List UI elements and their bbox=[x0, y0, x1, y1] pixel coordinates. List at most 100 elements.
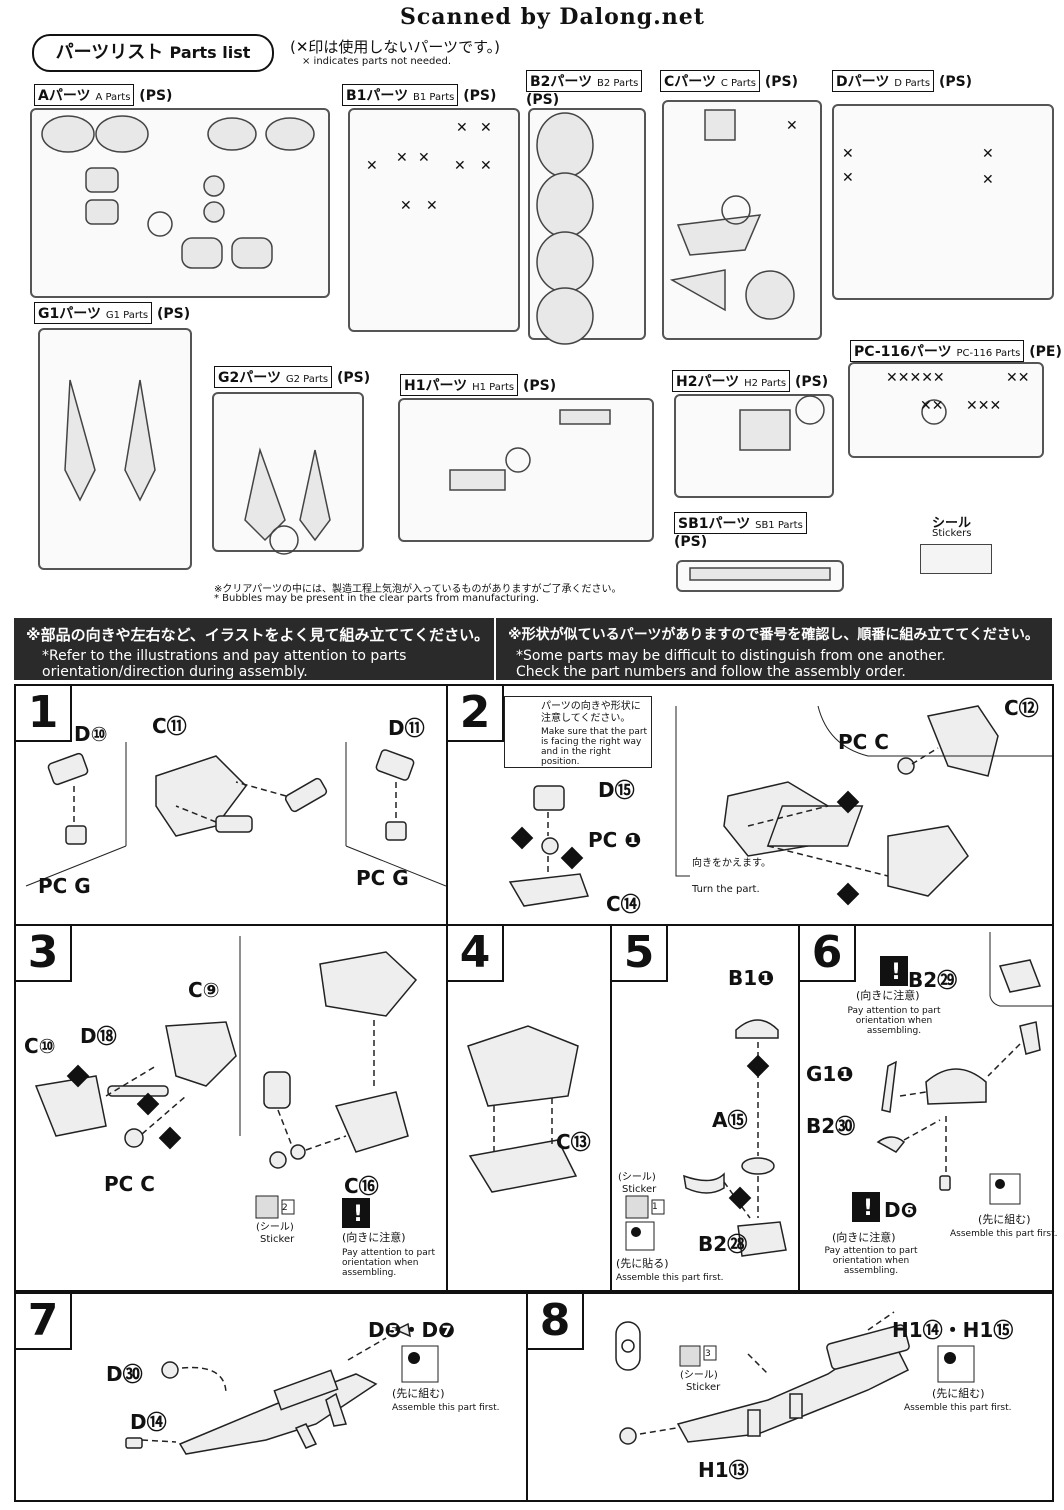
step-6-label-3: D❻ bbox=[884, 1198, 918, 1222]
runner-label-sb1: SB1パーツ SB1 Parts(PS) bbox=[674, 512, 807, 550]
step-8-first-en: Assemble this part first. bbox=[904, 1403, 1012, 1413]
step-6-number: 6 bbox=[800, 926, 856, 982]
step-3-label-4: C⑯ bbox=[344, 1174, 379, 1198]
svg-text:✕✕: ✕✕ bbox=[1006, 370, 1029, 386]
step-1-label-1: C⑪ bbox=[152, 714, 187, 738]
svg-text:✕: ✕ bbox=[480, 158, 492, 174]
step-7-number: 7 bbox=[16, 1294, 72, 1350]
runner-h1 bbox=[398, 398, 654, 542]
step-7-first-en: Assemble this part first. bbox=[392, 1403, 500, 1413]
step-2-note-box: パーツの向きや形状に注意してください。 Make sure that the p… bbox=[504, 696, 652, 768]
step-8-label-1: H1⑬ bbox=[698, 1458, 749, 1482]
parts-list-title-jp: パーツリスト bbox=[55, 42, 164, 63]
step-2-label-3: C⑫ bbox=[1004, 696, 1039, 720]
svg-text:✕: ✕ bbox=[842, 146, 854, 162]
step-1-label-2: D⑪ bbox=[388, 716, 425, 740]
runner-label-g2: G2パーツ G2 Parts (PS) bbox=[214, 366, 370, 388]
svg-text:✕: ✕ bbox=[400, 198, 412, 214]
step-2-turn-jp: 向きをかえます。 bbox=[692, 858, 771, 869]
assembly-notes-banner: ※部品の向きや左右など、イラストをよく見て組み立ててください。 *Refer t… bbox=[14, 618, 1052, 680]
svg-text:✕: ✕ bbox=[396, 150, 408, 166]
svg-text:✕: ✕ bbox=[842, 170, 854, 186]
not-needed-note-en: × indicates parts not needed. bbox=[302, 56, 452, 67]
sticker-sheet bbox=[920, 544, 992, 574]
step-2-turn-en: Turn the part. bbox=[692, 884, 760, 895]
svg-text:✕: ✕ bbox=[426, 198, 438, 214]
step-5-sticker-no: 1 bbox=[652, 1202, 658, 1212]
step-8: 8 H1⑭・H1⑮ H1⑬ 3 (シール) Sticker (先に組む) Ass… bbox=[526, 1292, 1054, 1502]
step-6-label-0: B2㉙ bbox=[908, 968, 958, 992]
svg-text:✕: ✕ bbox=[366, 158, 378, 174]
svg-text:✕: ✕ bbox=[982, 172, 994, 188]
svg-text:✕✕✕: ✕✕✕ bbox=[966, 398, 1001, 414]
step-6-caution-en-2: Pay attention to part orientation when a… bbox=[824, 1246, 918, 1276]
stickers-label-jp: シール bbox=[932, 516, 972, 531]
step-4-label-0: C⑬ bbox=[556, 1130, 591, 1154]
step-5-label-0: B1❶ bbox=[728, 966, 775, 990]
runner-label-g1: G1パーツ G1 Parts (PS) bbox=[34, 302, 190, 324]
step-2-label-1: PC ❶ bbox=[588, 828, 642, 852]
runner-d bbox=[832, 104, 1054, 300]
stickers-label-en: Stickers bbox=[932, 528, 972, 539]
svg-text:✕: ✕ bbox=[480, 120, 492, 136]
step-3-sticker-no: 2 bbox=[282, 1203, 288, 1213]
step-3-sticker-jp: (シール) bbox=[256, 1222, 294, 1233]
step-2-label-2: C⑭ bbox=[606, 892, 641, 916]
step-3-label-1: D⑱ bbox=[80, 1024, 117, 1048]
step-5: 5 B1❶ A⑮ B2㉘ 1 (シール) Sticker (先に貼る) Asse… bbox=[610, 924, 800, 1292]
step-5-first-en: Assemble this part first. bbox=[616, 1273, 724, 1283]
svg-text:✕✕: ✕✕ bbox=[920, 398, 943, 414]
runner-label-b1: B1パーツ B1 Parts (PS) bbox=[342, 84, 496, 106]
step-6-first-jp: (先に組む) bbox=[978, 1213, 1031, 1226]
runner-label-c: Cパーツ C Parts (PS) bbox=[660, 70, 798, 92]
svg-text:✕: ✕ bbox=[982, 146, 994, 162]
svg-text:✕: ✕ bbox=[456, 120, 468, 136]
runner-label-a: Aパーツ A Parts (PS) bbox=[34, 84, 172, 106]
step-1-label-0: D⑩ bbox=[74, 722, 108, 746]
step-8-sticker-jp: (シール) bbox=[680, 1370, 718, 1381]
not-needed-note-jp: (✕印は使用しないパーツです。) bbox=[290, 38, 500, 56]
runner-label-b2: B2パーツ B2 Parts(PS) bbox=[526, 70, 643, 108]
svg-text:✕: ✕ bbox=[786, 118, 798, 134]
banner-right-jp: ※形状が似ているパーツがありますので番号を確認し、順番に組み立ててください。 bbox=[508, 627, 1039, 643]
step-2-note-en: Make sure that the part is facing the ri… bbox=[541, 727, 648, 767]
step-5-label-1: A⑮ bbox=[712, 1108, 748, 1132]
step-3-number: 3 bbox=[16, 926, 72, 982]
step-5-first-jp: (先に貼る) bbox=[616, 1257, 669, 1270]
bubbles-note-en: * Bubbles may be present in the clear pa… bbox=[214, 593, 540, 604]
step-7: 7 D❺・D❼ D㉚ D⑭ (先に組む) Assemble this part … bbox=[14, 1292, 528, 1502]
step-2-label-0: D⑮ bbox=[598, 778, 635, 802]
step-3-label-2: C⑩ bbox=[24, 1034, 56, 1058]
svg-text:!: ! bbox=[891, 960, 901, 985]
banner-left-jp: ※部品の向きや左右など、イラストをよく見て組み立ててください。 bbox=[26, 626, 490, 644]
runner-g2 bbox=[212, 392, 364, 552]
svg-text:✕: ✕ bbox=[418, 150, 430, 166]
scan-credit: Scanned by Dalong.net bbox=[400, 4, 705, 30]
step-6-label-1: G1❶ bbox=[806, 1062, 854, 1086]
step-1: 1 D⑩ C⑪ D⑪ PC G PC G bbox=[14, 684, 448, 926]
step-5-sticker-en: Sticker bbox=[622, 1184, 657, 1195]
step-7-label-2: D⑭ bbox=[130, 1410, 167, 1434]
banner-right: ※形状が似ているパーツがありますので番号を確認し、順番に組み立ててください。 *… bbox=[494, 618, 1054, 680]
step-2-label-4: PC C bbox=[838, 730, 889, 754]
runner-label-d: Dパーツ D Parts (PS) bbox=[832, 70, 972, 92]
parts-list-title-en: Parts list bbox=[169, 43, 251, 62]
step-6-caution-jp-1: (向きに注意) bbox=[856, 989, 920, 1002]
step-4: 4 C⑬ bbox=[446, 924, 612, 1292]
runner-b1 bbox=[348, 108, 520, 332]
svg-text:!: ! bbox=[353, 1202, 363, 1227]
runner-parts-illustration: ✕✕✕ ✕✕✕ ✕✕✕ ✕✕✕ ✕✕ ✕✕✕✕✕✕✕✕✕✕✕✕ bbox=[41, 109, 1029, 581]
step-1-number: 1 bbox=[16, 686, 72, 742]
banner-left-en: *Refer to the illustrations and pay atte… bbox=[42, 648, 407, 680]
step-3-label-0: C⑨ bbox=[188, 978, 220, 1002]
step-6-first-en: Assemble this part first. bbox=[950, 1229, 1058, 1239]
step-8-number: 8 bbox=[528, 1294, 584, 1350]
banner-right-en: *Some parts may be difficult to distingu… bbox=[516, 648, 946, 680]
step-8-label-0: H1⑭・H1⑮ bbox=[892, 1318, 1014, 1342]
runner-label-h2: H2パーツ H2 Parts (PS) bbox=[672, 370, 828, 392]
svg-text:✕✕✕✕✕: ✕✕✕✕✕ bbox=[886, 370, 945, 386]
bubbles-note-jp: ※クリアパーツの中には、製造工程上気泡が入っているものがありますがご了承ください… bbox=[214, 584, 622, 595]
step-3: 3 ! C⑨ D⑱ C⑩ PC C C⑯ 2 (シール) Sticker (向き… bbox=[14, 924, 448, 1292]
step-1-label-4: PC G bbox=[356, 866, 409, 890]
step-5-label-2: B2㉘ bbox=[698, 1232, 748, 1256]
